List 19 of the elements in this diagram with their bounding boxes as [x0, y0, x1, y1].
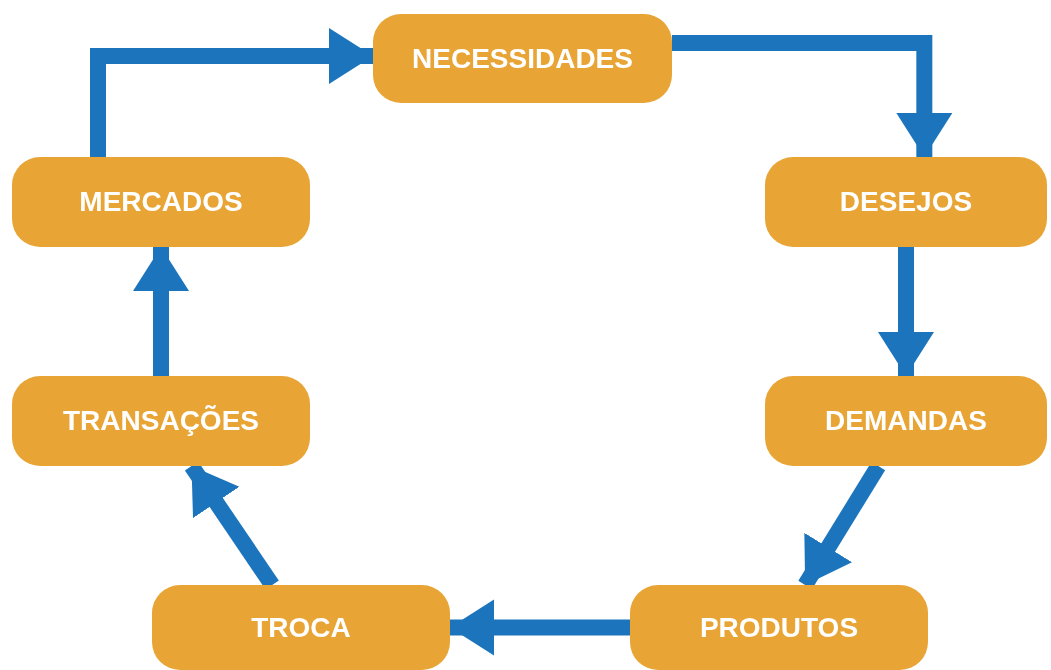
box-label: TRANSAÇÕES [63, 404, 259, 438]
box-label: DEMANDAS [825, 404, 987, 438]
process-box [12, 157, 310, 247]
arrow [450, 599, 630, 656]
arrow [878, 247, 934, 376]
box-label: DESEJOS [839, 185, 973, 219]
arrow [672, 35, 953, 157]
box-label: PRODUTOS [699, 610, 859, 645]
process-box [12, 376, 310, 466]
process-box [630, 585, 928, 670]
process-box [373, 14, 672, 103]
arrow [133, 247, 189, 376]
process-box [765, 157, 1047, 247]
process-box [152, 585, 450, 670]
box-label: MERCADOS [79, 185, 243, 219]
box-label: TROCA [251, 610, 351, 645]
box-label: NECESSIDADES [412, 41, 633, 76]
arrow [90, 28, 373, 157]
process-box [765, 376, 1047, 466]
